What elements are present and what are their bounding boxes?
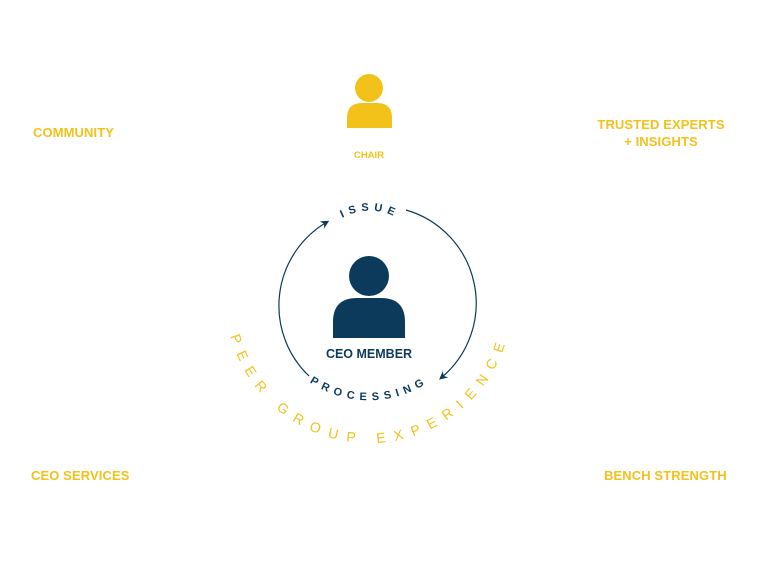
cycle-arrows xyxy=(278,209,477,380)
ceo-member-label: CEO MEMBER xyxy=(325,347,413,361)
processing-label: PROCESSING xyxy=(308,375,430,404)
chair-label: CHAIR xyxy=(353,150,385,161)
chair-person-icon xyxy=(347,74,392,128)
bench-strength-label: BENCH STRENGTH xyxy=(604,468,727,483)
trusted-experts-line2: + INSIGHTS xyxy=(624,134,698,149)
community-label: COMMUNITY xyxy=(33,125,115,140)
trusted-experts-line1: TRUSTED EXPERTS xyxy=(597,117,725,132)
trusted-experts-label: TRUSTED EXPERTS + INSIGHTS xyxy=(596,116,726,150)
ceo-member-person-icon xyxy=(333,256,405,338)
issue-label: ISSUE xyxy=(338,202,401,221)
ceo-services-label: CEO SERVICES xyxy=(31,468,130,483)
